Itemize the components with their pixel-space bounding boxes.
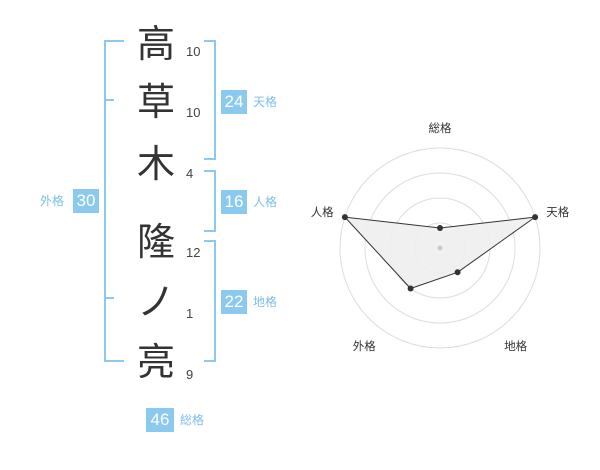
name-char-5: ノ (136, 280, 175, 324)
stroke-count-6: 9 (186, 367, 194, 382)
soukaku-score: 46 (146, 408, 174, 432)
gaikaku-bracket (104, 40, 124, 362)
tenkaku-label: 天格 (253, 95, 278, 109)
stroke-count-1: 10 (186, 44, 201, 59)
tenkaku-bracket (204, 40, 216, 160)
gaikaku-score: 30 (73, 189, 99, 213)
name-char-1: 高 (136, 22, 175, 66)
gaikaku-bracket-tick (104, 297, 114, 299)
gaikaku-bracket-tick (104, 99, 114, 101)
radar-point-4 (407, 285, 414, 292)
chikaku-bracket (204, 240, 216, 362)
chikaku-label: 地格 (253, 295, 278, 309)
radar-grid-ring (339, 147, 541, 349)
name-char-2: 草 (136, 80, 175, 124)
radar-axis-label-2: 天格 (546, 205, 569, 219)
radar-point-1 (437, 225, 443, 231)
radar-axis-label-3: 地格 (504, 339, 527, 353)
name-char-6: 亮 (136, 340, 175, 384)
stroke-count-5: 1 (186, 306, 194, 321)
radar-series-polygon (343, 216, 536, 290)
radar-axis-label-1: 総格 (429, 121, 452, 135)
stroke-count-4: 12 (186, 245, 201, 260)
name-char-3: 木 (136, 142, 175, 186)
jinkaku-label: 人格 (253, 195, 278, 209)
stroke-count-3: 4 (186, 166, 194, 181)
chikaku-score: 22 (221, 290, 247, 314)
radar-grid-ring (364, 172, 516, 324)
jinkaku-score: 16 (221, 190, 247, 214)
jinkaku-bracket (204, 170, 216, 232)
radar-center-dot (437, 245, 443, 251)
radar-point-2 (532, 214, 539, 221)
soukaku-label: 総格 (180, 413, 205, 427)
name-char-4: 隆 (136, 220, 175, 264)
radar-axis-label-5: 人格 (311, 205, 334, 219)
stroke-count-2: 10 (186, 105, 201, 120)
radar-point-3 (454, 269, 461, 276)
radar-axis-label-4: 外格 (353, 339, 376, 353)
radar-point-5 (341, 214, 348, 221)
gaikaku-label: 外格 (40, 194, 65, 208)
tenkaku-score: 24 (221, 90, 247, 114)
